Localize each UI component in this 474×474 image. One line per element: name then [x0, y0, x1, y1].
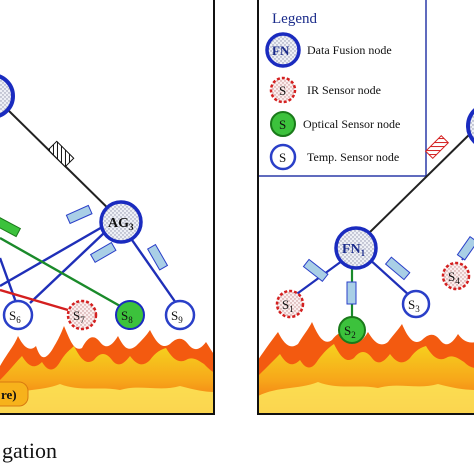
svg-text:AG3: AG3: [108, 216, 134, 232]
node-s2: [338, 316, 366, 344]
svg-text:S9: S9: [171, 308, 183, 325]
node-s4-sub: 4: [455, 276, 460, 286]
node-s9-sub: 9: [178, 315, 183, 325]
legend-optical-symbol: S: [279, 117, 286, 132]
node-ag3-sub: 3: [129, 222, 134, 232]
node-s6: [2, 299, 34, 331]
legend-title: Legend: [272, 11, 317, 27]
legend-optical-label: Optical Sensor node: [303, 117, 400, 131]
node-s8: [115, 300, 145, 330]
legend-optical-icon: [270, 111, 296, 137]
node-s6-sub: 6: [16, 315, 21, 325]
fusion-node-left: [0, 74, 15, 118]
node-s1: [275, 289, 305, 319]
node-s2-label: S: [344, 323, 351, 338]
packet-hatched: [47, 140, 75, 168]
svg-text:S8: S8: [121, 308, 133, 325]
node-s3-sub: 3: [415, 304, 420, 314]
legend-ir-symbol: S: [279, 83, 286, 98]
link-ag3-s9: [131, 239, 177, 304]
packet-red-hatched: [424, 134, 450, 160]
node-fn1-sub: 1: [361, 248, 366, 258]
node-ag3-label: AG: [108, 216, 129, 231]
node-s7: [66, 299, 98, 331]
legend-fusion-icon: [265, 32, 301, 68]
packet-blue-3: [146, 243, 169, 271]
packet-r1: [302, 258, 329, 283]
figure-caption: gation: [2, 438, 57, 463]
link-s8-left: [0, 236, 121, 308]
legend-ir-icon: [269, 76, 297, 104]
node-s4: [441, 261, 471, 291]
legend-ir-label: IR Sensor node: [307, 83, 381, 97]
fusion-node-right: [466, 108, 474, 144]
link-fn1-s3: [367, 257, 411, 297]
node-s1-sub: 1: [289, 304, 294, 314]
node-s2-sub: 2: [351, 330, 356, 340]
node-fn1-label: FN: [342, 242, 361, 257]
link-fn1-up: [367, 128, 474, 235]
right-panel-border: [257, 0, 474, 415]
svg-text:S4: S4: [448, 269, 460, 286]
svg-text:S1: S1: [282, 297, 294, 314]
node-s1-label: S: [282, 297, 289, 312]
node-s8-label: S: [121, 308, 128, 323]
left-panel-border: [0, 0, 215, 415]
node-s7-sub: 7: [80, 315, 85, 325]
packet-green: [0, 215, 22, 238]
packet-blue-1: [65, 204, 93, 225]
node-s7-label: S: [73, 308, 80, 323]
packet-blue-2: [89, 241, 117, 264]
legend-fusion-symbol: FN: [272, 43, 290, 58]
node-fn1: [334, 226, 378, 270]
node-s6-label: S: [9, 308, 16, 323]
fire-caption-box: [0, 381, 29, 407]
node-ag3: [99, 200, 143, 244]
fire-caption: re): [1, 387, 17, 402]
packet-r4: [456, 235, 474, 261]
node-s8-sub: 8: [128, 315, 133, 325]
link-ag3-s6: [29, 232, 105, 304]
left-panel: re) AG3 S6 S7 S8 S9: [0, 0, 215, 415]
legend-temp-icon: [269, 143, 297, 171]
packet-r2: [346, 281, 357, 305]
svg-text:FN1: FN1: [342, 242, 366, 258]
svg-text:S3: S3: [408, 297, 420, 314]
legend-fusion-label: Data Fusion node: [307, 43, 392, 57]
svg-text:S7: S7: [73, 308, 85, 325]
legend-temp-label: Temp. Sensor node: [307, 150, 399, 164]
svg-text:S6: S6: [9, 308, 21, 325]
right-panel: Legend FN Data Fusion node S IR Sensor n…: [257, 0, 474, 415]
node-s3: [401, 289, 431, 319]
link-ag3-left: [0, 224, 105, 288]
link-s7-left: [0, 288, 69, 312]
node-s9: [164, 299, 196, 331]
legend-temp-symbol: S: [279, 150, 286, 165]
node-s9-label: S: [171, 308, 178, 323]
link-s6-left: [0, 257, 20, 309]
packet-r3: [384, 256, 411, 281]
svg-text:S2: S2: [344, 323, 356, 340]
node-s3-label: S: [408, 297, 415, 312]
node-s4-label: S: [448, 269, 455, 284]
